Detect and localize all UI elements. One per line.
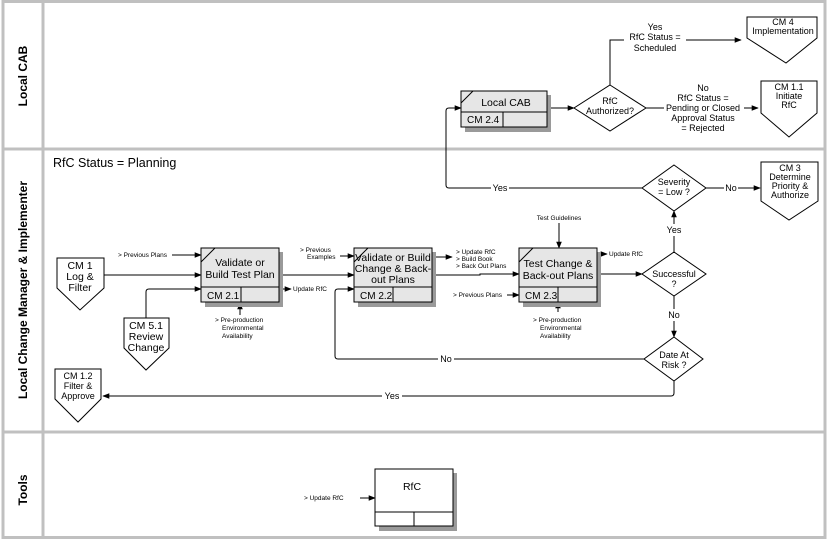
label-auth-no-1: No: [697, 83, 709, 93]
flow-labels: Yes RfC Status = Scheduled No RfC Status…: [382, 20, 744, 401]
label-auth-no-3: Pending or Closed: [666, 103, 740, 113]
process-cm22-id: CM 2.2: [360, 291, 393, 302]
decision-authorized-line-1: RfC: [602, 96, 618, 106]
annot-preprod-2-line-1: > Pre-production: [533, 317, 582, 324]
offpage-cm4-line-2: Implementation: [752, 26, 814, 36]
offpage-cm1-line-1: CM 1: [67, 260, 92, 272]
process-cm23[interactable]: Test Change & Back-out Plans CM 2.3: [518, 247, 601, 307]
decision-date-risk-line-1: Date At: [659, 350, 689, 360]
offpage-cm12[interactable]: CM 1.2 Filter & Approve: [54, 368, 102, 423]
offpage-cm3-line-3: Priority &: [772, 181, 809, 191]
annot-cm22-out-1: > Update RfC: [456, 249, 496, 256]
process-cm24[interactable]: Local CAB CM 2.4: [460, 90, 551, 132]
label-risk-yes: Yes: [385, 391, 400, 401]
label-auth-no-4: Approval Status: [671, 113, 735, 123]
offpage-cm4-line-1: CM 4: [772, 17, 794, 27]
offpage-cm12-line-3: Approve: [61, 391, 95, 401]
offpage-cm11[interactable]: CM 1.1 Initiate RfC: [760, 80, 818, 138]
process-cm22[interactable]: Validate or Build Change & Back- out Pla…: [353, 247, 436, 307]
process-cm22-line-3: out Plans: [371, 274, 415, 286]
status-note: RfC Status = Planning: [53, 156, 176, 170]
label-auth-no-2: RfC Status =: [677, 93, 728, 103]
offpage-cm11-line-1: CM 1.1: [774, 82, 803, 92]
offpage-cm12-line-2: Filter &: [64, 381, 93, 391]
offpage-cm51-line-1: CM 5.1: [129, 320, 163, 332]
process-cm22-line-1: Validate or Build: [355, 252, 431, 264]
decision-successful-line-2: ?: [671, 279, 676, 289]
offpage-cm11-line-2: Initiate: [776, 91, 803, 101]
annot-prev-examples-1: > Previous: [300, 247, 332, 254]
annot-preprod-1-line-2: Environmental: [222, 325, 264, 332]
lane-label-local-cab: Local CAB: [16, 45, 30, 106]
process-cm24-id: CM 2.4: [467, 115, 500, 126]
process-cm23-line-1: Test Change &: [524, 258, 593, 270]
process-cm21-line-2: Build Test Plan: [205, 269, 274, 281]
connector-cm51-to-cm21: [145, 286, 202, 318]
process-cm24-title: Local CAB: [481, 97, 531, 109]
annot-cm22-out-2: > Build Book: [456, 256, 493, 263]
lane-label-change-manager: Local Change Manager & Implementer: [16, 181, 30, 399]
label-auth-yes-1: Yes: [648, 22, 663, 32]
decision-successful[interactable]: Successful ?: [641, 251, 707, 297]
annot-prev-examples-2: Examples: [307, 254, 336, 261]
label-successful-yes: Yes: [667, 225, 682, 235]
connector-cm22-to-cm23: [432, 271, 520, 277]
process-cm23-line-2: Back-out Plans: [523, 270, 594, 282]
label-auth-yes-3: Scheduled: [634, 43, 677, 53]
connector-severity-yes: [445, 105, 642, 189]
offpage-cm1-line-3: Filter: [68, 282, 92, 294]
offpage-cm51-line-2: Review: [129, 331, 164, 343]
connector-risk-yes: [102, 381, 675, 399]
annot-update-rfc-tool: > Update RfC: [304, 495, 344, 502]
label-severity-yes: Yes: [493, 183, 508, 193]
offpage-cm12-line-1: CM 1.2: [63, 371, 92, 381]
decision-date-risk[interactable]: Date At Risk ?: [643, 336, 704, 382]
label-auth-yes-2: RfC Status =: [629, 32, 680, 42]
offpage-cm51-line-3: Change: [128, 342, 165, 354]
annot-preprod-1-line-3: Availability: [222, 333, 253, 340]
annot-preprod-2-line-2: Environmental: [540, 325, 582, 332]
label-severity-no: No: [725, 183, 737, 193]
annot-preprod-1-line-1: > Pre-production: [215, 317, 264, 324]
offpage-cm3[interactable]: CM 3 Determine Priority & Authorize: [760, 161, 819, 221]
process-cm21[interactable]: Validate or Build Test Plan CM 2.1: [200, 247, 283, 307]
lane-label-tools: Tools: [16, 474, 30, 505]
process-cm22-line-2: Change & Back-: [355, 263, 432, 275]
offpage-cm4[interactable]: CM 4 Implementation: [746, 16, 818, 64]
offpage-cm1[interactable]: CM 1 Log & Filter: [56, 257, 105, 311]
annot-prev-plans-2: > Previous Plans: [453, 292, 503, 299]
annot-prev-plans-1: > Previous Plans: [118, 252, 168, 259]
decision-authorized-line-2: Authorized?: [586, 106, 634, 116]
tool-rfc-label: RfC: [403, 481, 422, 493]
label-risk-no: No: [440, 354, 452, 364]
connector-risk-no-to-cm22: [334, 286, 644, 360]
tool-rfc[interactable]: RfC: [374, 468, 457, 531]
decision-date-risk-line-2: Risk ?: [661, 360, 686, 370]
process-cm21-line-1: Validate or: [215, 257, 265, 269]
decision-severity-line-2: = Low ?: [658, 187, 690, 197]
decision-severity-line-1: Severity: [658, 177, 691, 187]
process-cm23-id: CM 2.3: [525, 291, 558, 302]
offpage-cm11-line-3: RfC: [781, 100, 797, 110]
label-successful-no: No: [668, 310, 680, 320]
offpage-cm3-line-2: Determine: [769, 172, 811, 182]
offpage-cm3-line-4: Authorize: [771, 190, 809, 200]
annot-cm22-out-3: > Back Out Plans: [456, 263, 507, 270]
annot-test-guidelines: Test Guidelines: [537, 215, 582, 222]
label-auth-no-5: = Rejected: [681, 123, 724, 133]
annot-update-rfc-1: Update RfC: [293, 286, 327, 293]
annotations: > Previous Plans Update RfC > Pre-produc…: [118, 215, 643, 502]
connector-authorized-yes: [609, 37, 742, 85]
offpage-cm1-line-2: Log &: [66, 271, 93, 283]
process-cm21-id: CM 2.1: [207, 291, 240, 302]
decision-successful-line-1: Successful: [652, 269, 696, 279]
decision-severity[interactable]: Severity = Low ?: [641, 164, 707, 212]
annot-preprod-2-line-3: Availability: [540, 333, 571, 340]
decision-authorized[interactable]: RfC Authorized?: [573, 84, 647, 132]
offpage-cm51[interactable]: CM 5.1 Review Change: [123, 317, 170, 371]
offpage-cm3-line-1: CM 3: [779, 163, 801, 173]
annot-update-rfc-2: Update RfC: [609, 251, 643, 258]
